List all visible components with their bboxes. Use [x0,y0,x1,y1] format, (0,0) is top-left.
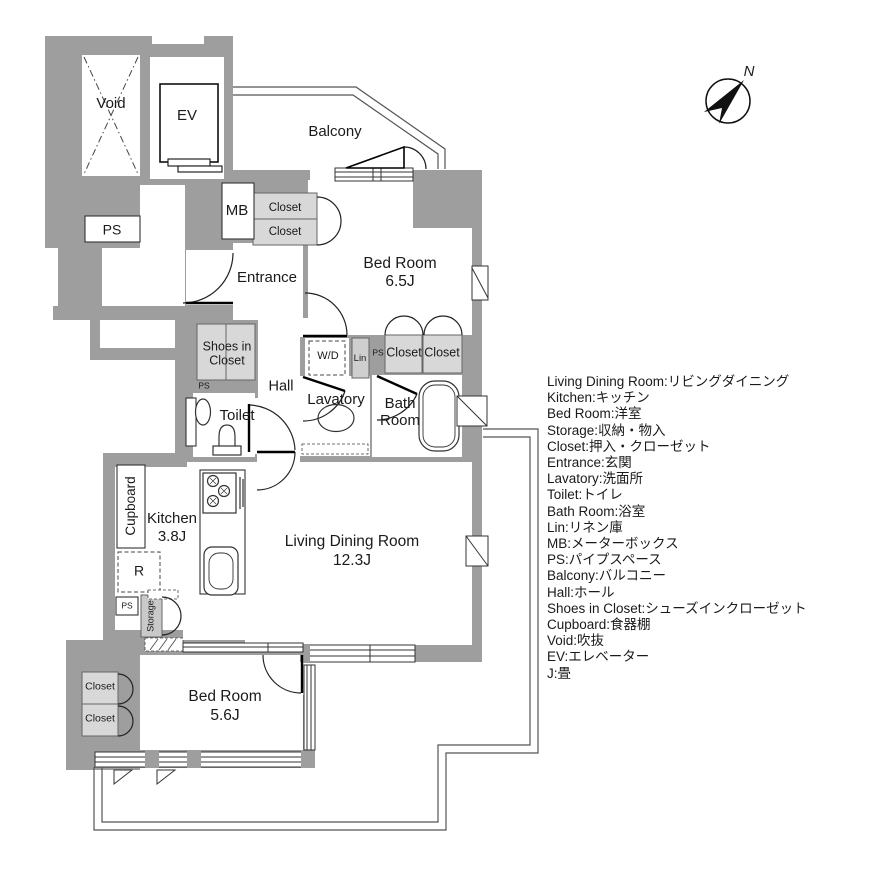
room-label-storage: Storage [145,600,156,632]
room-size-bedroom2: 5.6J [210,706,240,724]
refrigerator-box [117,551,161,593]
ps-label-kitchen: PS [121,600,133,611]
closet-label-top-1: Closet [268,201,302,214]
room-label-bath-1: Bath [384,395,416,413]
balcony-wrap-outer [93,428,539,831]
closet-label-mid-2: Closet [424,345,460,360]
room-label-balcony: Balcony [308,123,362,141]
door-leaves [186,145,418,693]
storage-boxes [81,192,463,737]
room-label-void: Void [96,95,126,113]
legend-line: Entrance:玄関 [547,455,632,471]
void-x-icon [83,56,139,175]
bathtub-icon [418,380,460,452]
room-size-ldk: 12.3J [333,551,371,569]
balcony-outlines [93,86,539,831]
closet-label-top-2: Closet [268,225,302,238]
room-label-mb: MB [225,202,249,220]
legend-line: Living Dining Room:リビングダイニング [547,374,790,389]
legend-line: Cupboard:食器棚 [547,617,651,633]
legend-line: EV:エレベーター [547,649,650,665]
fixtures [194,380,460,596]
room-label-toilet: Toilet [219,407,255,425]
room-label-shoes-1: Shoes in [202,339,252,354]
room-label-hall: Hall [268,378,294,395]
closet-label-bottom-1: Closet [85,680,115,693]
room-label-bedroom1: Bed Room [363,254,437,272]
room-label-cupboard: Cupboard [122,476,138,536]
legend-line: Toilet:トイレ [547,487,623,503]
legend-line: Storage:収納・物入 [547,422,666,438]
room-label-lin: Lin [353,353,367,365]
legend-line: PS:パイプスペース [547,552,662,568]
lavatory-sink-icon [317,403,355,433]
windows [94,167,489,786]
toilet-icon [194,398,242,456]
legend-line: J:畳 [547,665,572,681]
stove-icon [202,472,244,514]
legend-line: Shoes in Closet:シューズインクローゼット [547,600,807,616]
room-label-ps-topleft: PS [102,221,122,238]
compass-icon [704,78,751,124]
room-label-lavatory: Lavatory [307,391,365,409]
room-label-wd: W/D [317,350,339,363]
room-label-shoes-2: Closet [209,353,245,368]
ps-label-shoes: PS [198,380,210,391]
refrigerator-label: R [133,562,145,579]
legend-line: MB:メーターボックス [547,536,679,552]
legend-line: Bath Room:浴室 [547,503,646,519]
room-label-ldk: Living Dining Room [284,532,420,550]
room-label-entrance: Entrance [236,269,298,287]
kitchen-sink-icon [203,546,239,596]
balcony-wrap-inner [101,436,531,823]
legend-line: Void:吹抜 [547,633,605,649]
legend-line: Balcony:バルコニー [547,568,667,584]
room-size-bedroom1: 6.5J [385,272,415,290]
ps-label-mid: PS [372,347,384,358]
room-size-kitchen: 3.8J [157,528,187,546]
room-label-ev: EV [176,107,198,125]
room-label-kitchen: Kitchen [146,510,198,528]
legend-line: Lin:リネン庫 [547,519,623,535]
legend-line: Hall:ホール [547,584,615,600]
washer-dryer-box [308,340,346,376]
closet-label-mid-1: Closet [386,345,422,360]
legend-line: Kitchen:キッチン [547,390,650,406]
dashed-fixtures [83,56,369,652]
room-label-bath-2: Room [379,412,421,430]
room-label-bedroom2: Bed Room [188,687,262,705]
legend-line: Lavatory:洗面所 [547,471,644,487]
balcony-top-outer [233,86,446,169]
legend-line: Closet:押入・クローゼット [547,438,711,454]
balcony-top-inner [233,94,439,169]
compass-north-label: N [743,63,755,81]
legend: Living Dining Room:リビングダイニング Kitchen:キッチ… [547,374,807,682]
balcony-door-wedge [345,145,405,169]
legend-line: Bed Room:洋室 [547,406,642,422]
closet-label-bottom-2: Closet [85,712,115,725]
